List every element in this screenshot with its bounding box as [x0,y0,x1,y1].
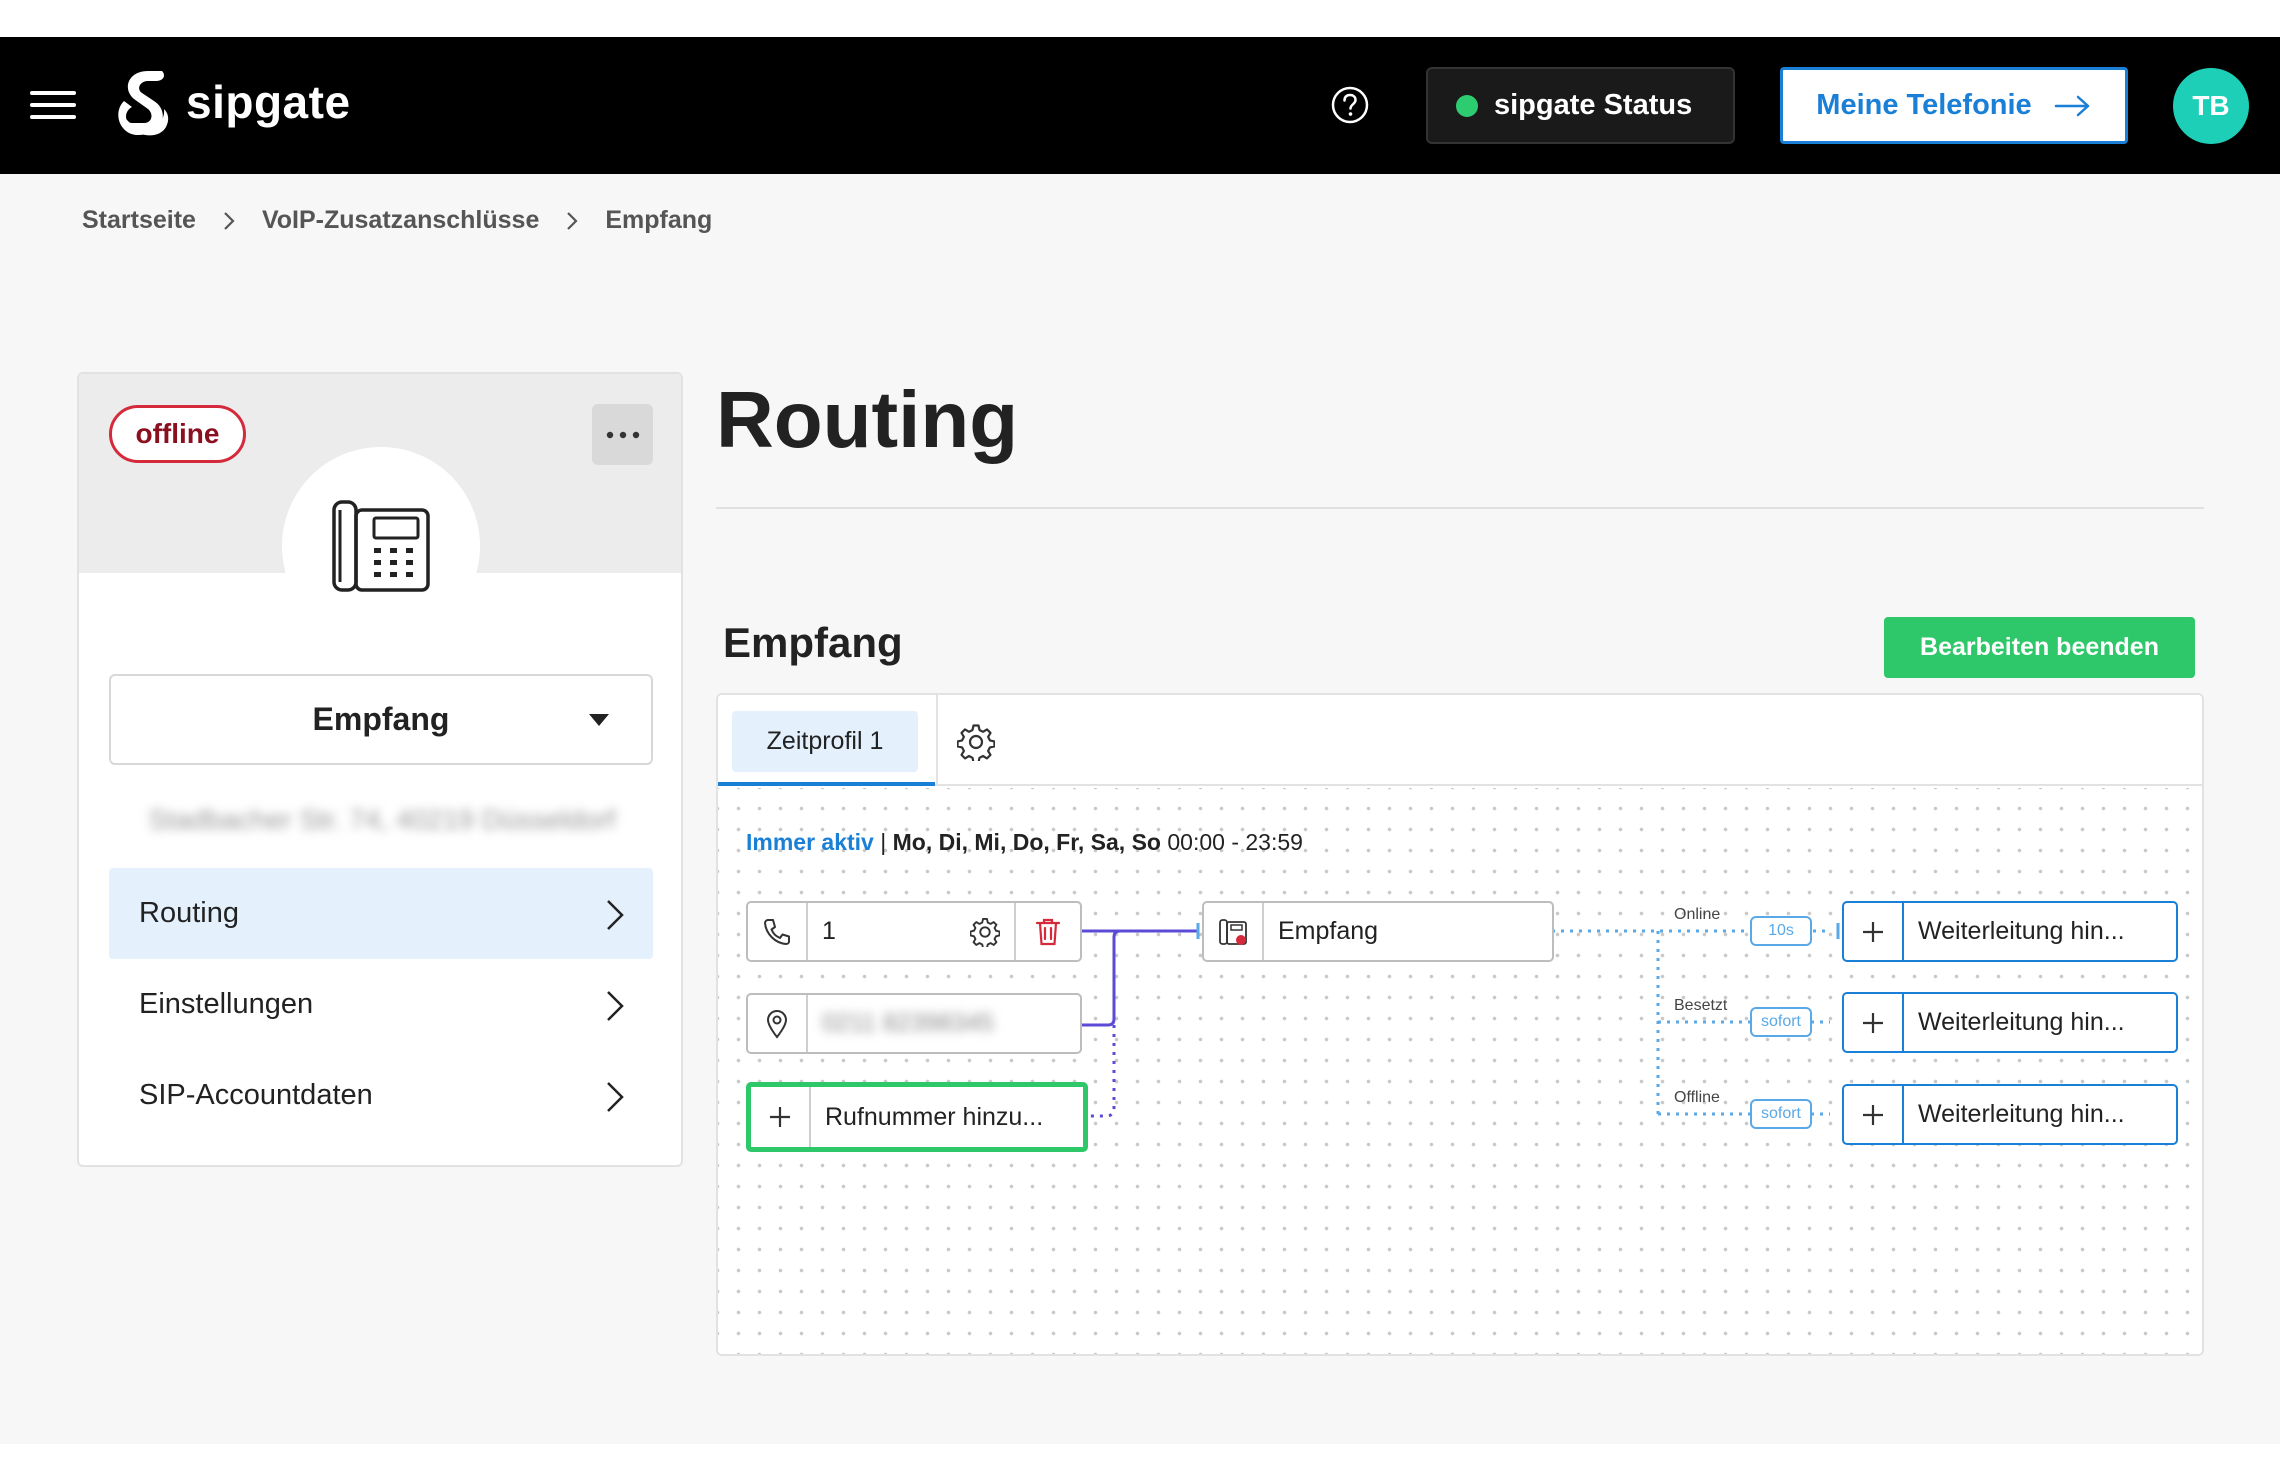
brand-name[interactable]: sipgate [186,76,351,128]
delay-pill[interactable]: 10s [1750,916,1812,946]
more-options-button[interactable] [592,404,653,465]
page-bottom [0,1444,2280,1480]
section-title: Empfang [723,619,903,666]
desk-phone-icon [332,500,430,592]
chevron-right-icon [607,1082,624,1112]
finish-editing-button[interactable]: Bearbeiten beenden [1884,617,2195,678]
forward-label: Weiterleitung hin... [1918,917,2125,945]
time-profile-tabs: Zeitprofil 1 [718,695,2202,786]
trash-icon[interactable] [1035,917,1061,947]
target-device-label: Empfang [1278,917,1379,945]
status-badge: offline [109,405,246,463]
caret-down-icon [589,714,609,726]
state-label-online: Online [1674,906,1721,923]
sipgate-logo-icon[interactable] [118,67,172,147]
phone-number-node[interactable]: 1 [746,901,1082,962]
tab-zeitprofil-1[interactable]: Zeitprofil 1 [732,711,918,772]
sidebar-item-routing[interactable]: Routing [109,868,653,959]
forward-node-besetzt[interactable]: Weiterleitung hin... [1842,992,2178,1053]
plus-icon [1844,1086,1904,1143]
gear-icon[interactable] [970,917,1000,947]
title-divider [716,507,2204,509]
menu-icon[interactable] [30,91,76,119]
forward-label: Weiterleitung hin... [1918,1100,2125,1128]
forward-node-online[interactable]: Weiterleitung hin... [1842,901,2178,962]
forward-label: Weiterleitung hin... [1918,1008,2125,1036]
sidebar-item-einstellungen[interactable]: Einstellungen [109,959,653,1050]
state-label-offline: Offline [1674,1089,1720,1106]
plus-icon [1844,903,1904,960]
schedule-time: 00:00 - 23:59 [1167,829,1303,855]
sidebar-item-label: SIP-Accountdaten [139,1079,373,1111]
routing-connectors [1076,923,1918,1124]
sidebar-item-label: Routing [139,897,239,929]
location-number-node[interactable]: 0211 82398345 [746,993,1082,1054]
add-number-label: Rufnummer hinzu... [825,1102,1044,1131]
device-select-dropdown[interactable]: Empfang [109,674,653,765]
page-content: Startseite VoIP-Zusatzanschlüsse Empfang… [0,174,2280,1444]
breadcrumb-item-voip[interactable]: VoIP-Zusatzanschlüsse [261,206,540,234]
location-number-value: 0211 82398345 [822,1009,994,1037]
plus-icon [1844,994,1904,1051]
top-navigation-bar: sipgate sipgate Status Meine Telefonie T… [0,37,2280,174]
tel-button-label: Meine Telefonie [1816,89,2032,121]
chevron-right-icon [224,211,235,230]
target-device-node[interactable]: Empfang [1202,901,1554,962]
breadcrumb: Startseite VoIP-Zusatzanschlüsse Empfang [82,206,712,235]
chevron-right-icon [607,991,624,1021]
meine-telefonie-button[interactable]: Meine Telefonie [1780,67,2128,144]
device-address: Stadbacher Str. 74, 40219 Düsseldorf [148,804,616,835]
chevron-right-icon [567,211,578,230]
device-avatar [282,447,480,645]
phone-number-value: 1 [822,917,836,945]
device-sidebar-card: offline Empfang Stadbacher St [77,372,683,1167]
sidebar-item-label: Einstellungen [139,988,314,1020]
device-select-value: Empfang [312,701,450,737]
help-icon[interactable] [1330,85,1370,125]
schedule-summary: Immer aktiv | Mo, Di, Mi, Do, Fr, Sa, So… [746,829,1303,856]
gear-icon[interactable] [957,723,995,761]
page-title: Routing [716,375,1019,464]
schedule-status[interactable]: Immer aktiv [746,829,874,855]
active-tab-indicator [718,782,935,786]
status-button-label: sipgate Status [1494,89,1693,121]
breadcrumb-item-current: Empfang [605,206,713,234]
desk-phone-icon [1204,903,1264,960]
add-number-button[interactable]: Rufnummer hinzu... [746,1082,1088,1152]
sidebar-item-sip-accountdaten[interactable]: SIP-Accountdaten [109,1050,653,1141]
routing-canvas: Immer aktiv | Mo, Di, Mi, Do, Fr, Sa, So… [718,788,2202,1354]
delay-pill[interactable]: sofort [1750,1007,1812,1037]
forward-node-offline[interactable]: Weiterleitung hin... [1842,1084,2178,1145]
tab-divider [936,695,938,786]
user-avatar[interactable]: TB [2173,68,2249,144]
phone-icon [748,903,808,960]
schedule-days: Mo, Di, Mi, Do, Fr, Sa, So [892,829,1161,855]
schedule-separator: | [880,829,887,855]
delay-pill[interactable]: sofort [1750,1099,1812,1129]
routing-panel: Zeitprofil 1 Immer aktiv | Mo, Di, Mi, D… [716,693,2204,1356]
arrow-right-icon [2054,95,2089,116]
plus-icon [751,1087,811,1147]
more-dots-icon [606,431,639,438]
breadcrumb-item-home[interactable]: Startseite [82,206,196,234]
state-label-besetzt: Besetzt [1674,997,1728,1014]
node-divider [1014,903,1016,960]
sipgate-status-button[interactable]: sipgate Status [1426,67,1735,144]
status-dot-icon [1456,94,1478,117]
chevron-right-icon [607,900,624,930]
location-icon [748,995,808,1052]
